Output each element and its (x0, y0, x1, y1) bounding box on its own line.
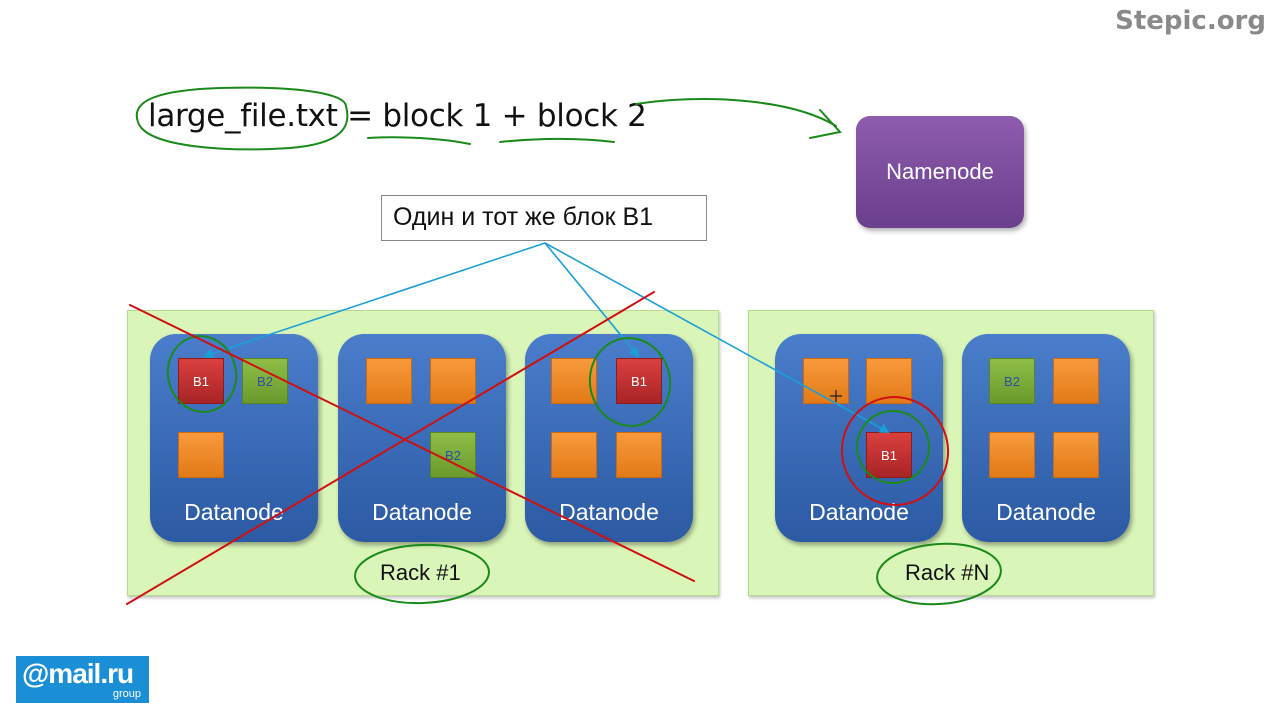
callout-box: Один и тот же блок B1 (381, 195, 707, 241)
block (366, 358, 412, 404)
pointer-arrow (544, 242, 890, 433)
block-b1: B1 (616, 358, 662, 404)
pen-cross-line (126, 291, 655, 605)
datanode-3: B1 Datanode (525, 334, 693, 542)
datanode-label: Datanode (809, 499, 909, 525)
file-block-formula: large_file.txt = block 1 + block 2 (148, 98, 647, 134)
block (178, 432, 224, 478)
block (1053, 358, 1099, 404)
pen-cross-line (129, 304, 695, 582)
pen-underline (499, 138, 615, 143)
block (803, 358, 849, 404)
pen-ellipse (876, 542, 1002, 606)
block (989, 432, 1035, 478)
pen-ellipse (354, 543, 490, 605)
block-b2: B2 (989, 358, 1035, 404)
datanode-5: B2 Datanode (962, 334, 1130, 542)
pen-ellipse (166, 335, 238, 413)
pen-arrowhead (809, 109, 842, 139)
datanode-label: Datanode (559, 499, 659, 525)
namenode-label: Namenode (886, 159, 994, 184)
pen-underline (367, 136, 471, 145)
block (616, 432, 662, 478)
pointer-arrow (203, 242, 546, 359)
pen-ellipse (840, 396, 950, 506)
logo-text: @mail.ru (22, 658, 134, 689)
brand-watermark: Stepic.org (1115, 6, 1266, 36)
block (430, 358, 476, 404)
cursor-icon (830, 390, 842, 402)
rack-n-label: Rack #N (905, 560, 990, 585)
pen-ellipse (588, 337, 672, 427)
pen-ellipse (856, 410, 930, 484)
namenode-box: Namenode (856, 116, 1024, 228)
mailru-logo: @mail.ru group (16, 656, 149, 703)
block-b1: B1 (866, 432, 912, 478)
pen-ellipse (135, 86, 349, 151)
block-b2: B2 (242, 358, 288, 404)
rack-1-label: Rack #1 (380, 560, 461, 585)
block (551, 432, 597, 478)
datanode-2: B2 Datanode (338, 334, 506, 542)
datanode-label: Datanode (372, 499, 472, 525)
block-b1: B1 (178, 358, 224, 404)
datanode-label: Datanode (996, 499, 1096, 525)
pen-arrow (635, 98, 837, 127)
block (1053, 432, 1099, 478)
block (866, 358, 912, 404)
logo-subtext: group (112, 688, 141, 700)
pointer-arrow (544, 242, 640, 358)
